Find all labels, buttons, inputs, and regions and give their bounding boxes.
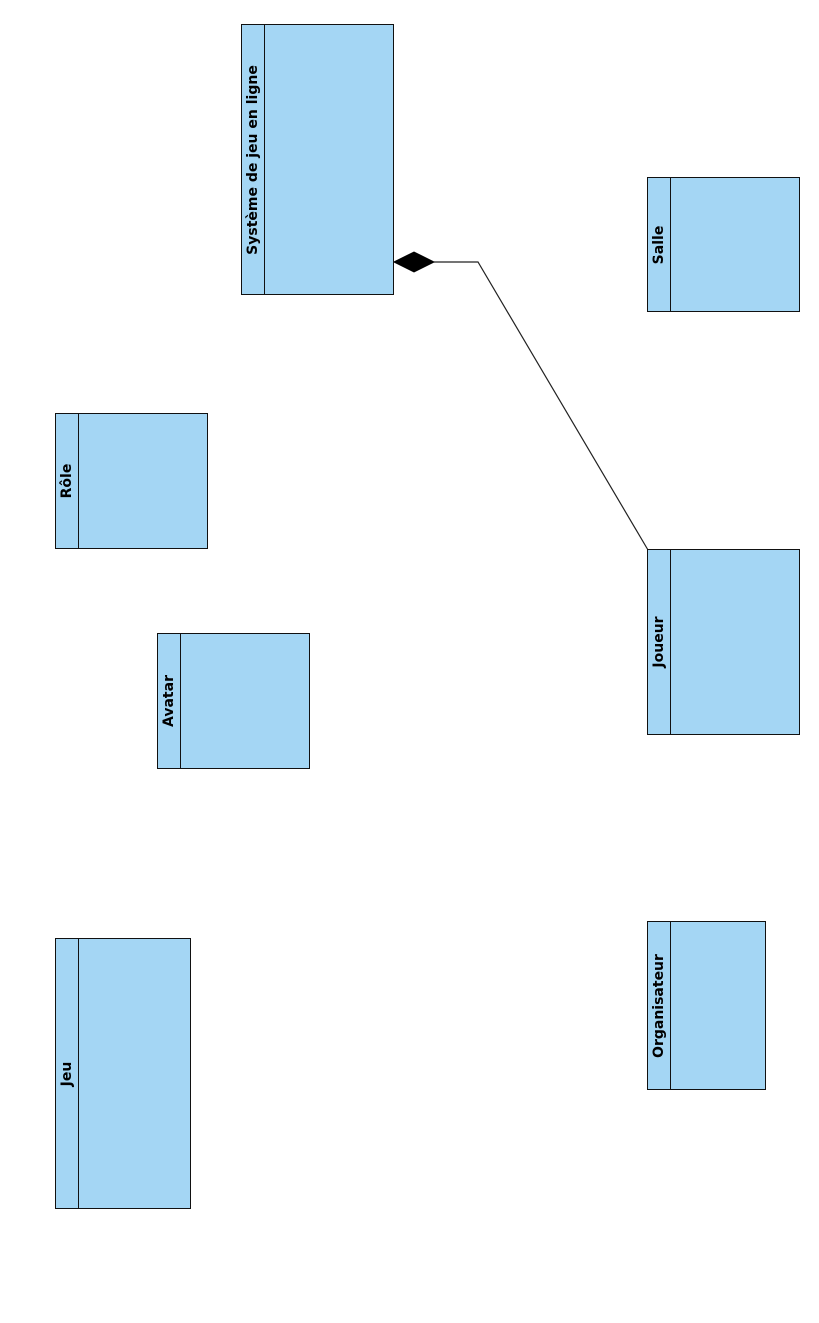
class-name-systeme: Système de jeu en ligne [245,64,261,255]
class-salle[interactable]: Salle [647,177,800,312]
class-jeu[interactable]: Jeu [55,938,191,1209]
class-systeme-de-jeu-en-ligne[interactable]: Système de jeu en ligne [241,24,394,295]
class-name-organisateur: Organisateur [651,953,667,1058]
class-name-role: Rôle [59,463,75,499]
class-header: Rôle [56,414,79,548]
composition-line-systeme-joueur[interactable] [434,261,649,551]
class-organisateur[interactable]: Organisateur [647,921,766,1090]
class-avatar[interactable]: Avatar [157,633,310,769]
class-header: Salle [648,178,671,311]
class-role[interactable]: Rôle [55,413,208,549]
class-header: Jeu [56,939,79,1208]
class-name-avatar: Avatar [161,675,177,727]
class-joueur[interactable]: Joueur [647,549,800,735]
composition-diamond-icon [392,251,436,273]
class-header: Joueur [648,550,671,734]
class-name-jeu: Jeu [59,1061,75,1086]
class-header: Organisateur [648,922,671,1089]
class-header: Système de jeu en ligne [242,25,265,294]
class-header: Avatar [158,634,181,768]
class-name-salle: Salle [651,225,667,264]
class-name-joueur: Joueur [651,616,667,668]
